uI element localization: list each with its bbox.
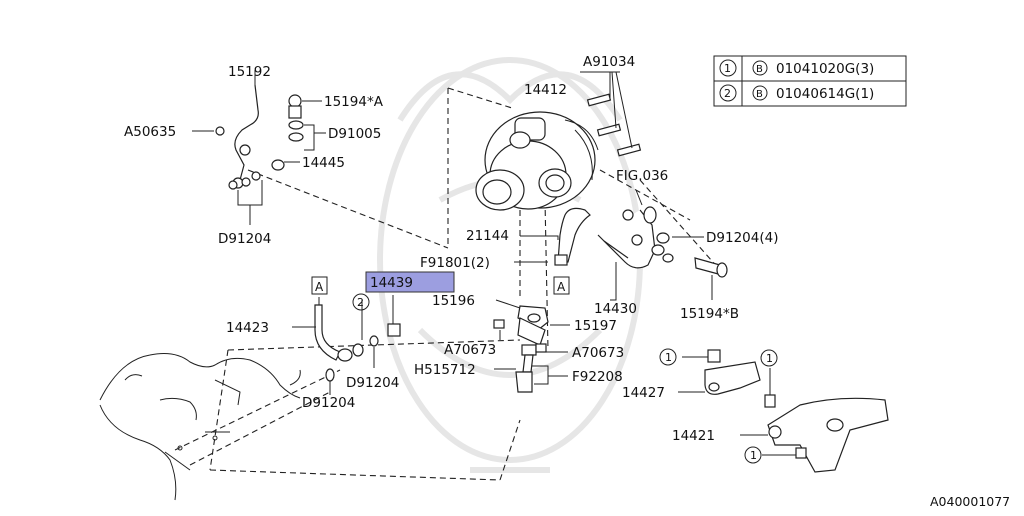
legend-row1-code: 01041020G(3)	[776, 61, 874, 77]
studs-a91034	[580, 71, 642, 157]
legend-row2-code: 01040614G(1)	[776, 86, 874, 102]
bracket-14427	[678, 349, 776, 408]
ref-a1-text: A	[315, 280, 324, 294]
label-d91204-top: D91204	[218, 231, 271, 247]
ref-a2-text: A	[557, 280, 566, 294]
oil-pipe-14430	[597, 189, 728, 301]
label-15196: 15196	[432, 293, 475, 309]
label-d91204-bot: D91204	[302, 395, 355, 411]
label-14423: 14423	[226, 320, 269, 336]
label-14439: 14439	[370, 275, 413, 291]
callout-circle-2	[352, 293, 370, 311]
callout-1b-text: 1	[766, 352, 773, 365]
label-15192: 15192	[228, 64, 271, 80]
legend-row1-num: 1	[724, 62, 731, 75]
label-a50635: A50635	[124, 124, 176, 140]
ref-box-a1	[311, 276, 328, 295]
turbocharger-14412	[475, 111, 599, 211]
label-14445: 14445	[302, 155, 345, 171]
oil-pipe-14423	[292, 295, 401, 395]
label-d91005: D91005	[328, 126, 381, 142]
label-14421: 14421	[672, 428, 715, 444]
label-15194b: 15194*B	[680, 306, 739, 322]
label-d91204-4: D91204(4)	[706, 230, 778, 246]
legend-row2-type: B	[756, 89, 763, 100]
label-14430: 14430	[594, 301, 637, 317]
label-h515712: H515712	[414, 362, 476, 378]
labels: 15192 15194*A A50635 D91005 14445 D91204…	[124, 54, 1010, 509]
oil-hose-21144	[520, 207, 591, 266]
legend-table	[713, 55, 907, 107]
dashed-guides	[174, 87, 721, 481]
ref-box-a2	[553, 276, 570, 295]
callout-circle-1c	[744, 446, 762, 464]
oil-outlet-assembly	[493, 261, 570, 393]
label-14412: 14412	[524, 82, 567, 98]
legend-row2-num: 2	[724, 87, 731, 100]
label-f92208: F92208	[572, 369, 623, 385]
callout-1c-text: 1	[750, 449, 757, 462]
label-a70673-right: A70673	[572, 345, 624, 361]
doc-code: A040001077	[930, 494, 1010, 509]
label-21144: 21144	[466, 228, 509, 244]
callout-2-text: 2	[357, 296, 364, 309]
bracket-14421	[740, 397, 889, 473]
callout-circle-1b	[760, 349, 778, 367]
callout-1a-text: 1	[665, 351, 672, 364]
label-14427: 14427	[622, 385, 665, 401]
label-a70673-left: A70673	[444, 342, 496, 358]
label-15194a: 15194*A	[324, 94, 384, 110]
label-a91034: A91034	[583, 54, 635, 70]
label-fig036: FIG.036	[616, 168, 668, 184]
highlight-14439	[365, 271, 455, 293]
label-f91801: F91801(2)	[420, 255, 490, 271]
callout-circle-1a	[659, 348, 677, 366]
label-d91204-mid: D91204	[346, 375, 399, 391]
legend-row1-type: B	[756, 64, 763, 75]
oil-pipe-15192	[192, 70, 326, 225]
engine-outline	[99, 353, 301, 501]
label-15197: 15197	[574, 318, 617, 334]
